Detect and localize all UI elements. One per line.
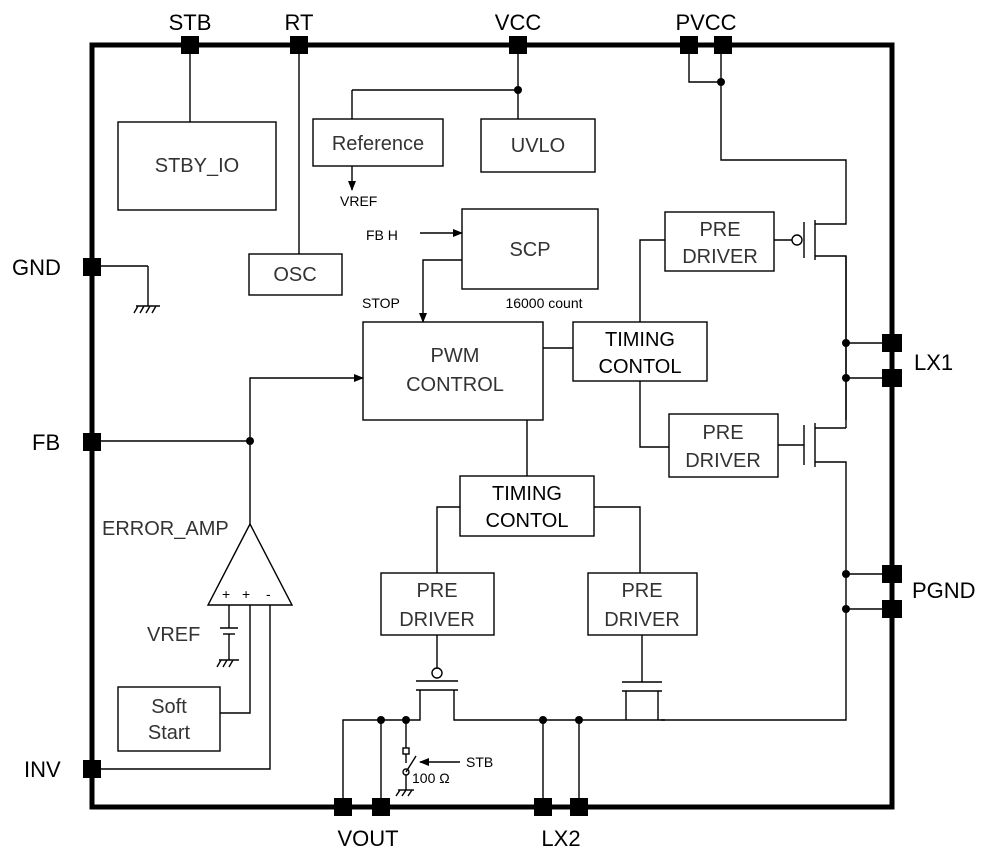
junction-vout-2 <box>402 716 410 724</box>
pre-driver-low-label-1: PRE <box>702 422 743 444</box>
pin-label-lx1: LX1 <box>914 350 953 375</box>
soft-start-block <box>117 686 221 752</box>
timing-right-label-1: TIMING <box>605 329 675 351</box>
soft-start-label-2: Start <box>148 722 191 744</box>
error-amp-label: ERROR_AMP <box>102 518 229 540</box>
amp-minus: - <box>266 586 271 602</box>
pin-label-vcc: VCC <box>495 10 542 35</box>
reference-label: Reference <box>332 133 424 155</box>
pre-driver-bl-label-1: PRE <box>416 580 457 602</box>
pwm-control-block <box>362 321 544 421</box>
pad-vout-1 <box>334 798 352 816</box>
pad-pgnd-1 <box>882 565 902 583</box>
timing-control-right-block <box>572 321 708 382</box>
fbh-label: FB H <box>366 227 398 243</box>
amp-plus-2: + <box>242 586 250 602</box>
uvlo-block <box>480 118 596 173</box>
stb-small-label: STB <box>466 754 493 770</box>
pre-driver-bottom-right-block <box>587 572 698 636</box>
pad-fb <box>83 433 101 451</box>
pin-label-lx2: LX2 <box>541 826 580 851</box>
junction-vcc <box>514 86 522 94</box>
junction-vout-1 <box>377 716 385 724</box>
pad-pvcc-1 <box>680 36 698 54</box>
reference-block <box>312 118 444 167</box>
pad-inv <box>83 760 101 778</box>
pre-driver-high-block <box>664 211 775 272</box>
timing-right-label-2: CONTOL <box>599 356 682 378</box>
stby-io-block <box>117 121 277 211</box>
pin-label-inv: INV <box>24 757 61 782</box>
pin-label-stb: STB <box>169 10 212 35</box>
pre-driver-bl-label-2: DRIVER <box>399 609 475 631</box>
osc-block <box>248 253 343 296</box>
junction-lx2-1 <box>539 716 547 724</box>
junction-lx1-1 <box>842 339 850 347</box>
scp-label: SCP <box>509 239 550 261</box>
pin-label-pvcc: PVCC <box>675 10 736 35</box>
vref-label: VREF <box>147 624 200 646</box>
pad-pvcc-2 <box>714 36 732 54</box>
pre-driver-low-label-2: DRIVER <box>685 450 761 472</box>
pin-label-pgnd: PGND <box>912 578 976 603</box>
stby-io-label: STBY_IO <box>155 155 239 177</box>
pad-gnd <box>83 258 101 276</box>
pad-lx2-2 <box>570 798 588 816</box>
junction-lx1-2 <box>842 374 850 382</box>
pad-lx1-1 <box>882 334 902 352</box>
pad-lx2-1 <box>534 798 552 816</box>
osc-label: OSC <box>273 264 316 286</box>
stop-label: STOP <box>362 295 400 311</box>
resistor-label: 100 Ω <box>412 770 450 786</box>
junction-pvcc <box>717 78 725 86</box>
amp-plus-1: + <box>222 586 230 602</box>
pad-vcc <box>509 36 527 54</box>
pin-label-fb: FB <box>32 430 60 455</box>
pre-driver-br-label-2: DRIVER <box>604 609 680 631</box>
uvlo-label: UVLO <box>511 135 565 157</box>
pad-vout-2 <box>372 798 390 816</box>
pwm-label-2: CONTROL <box>406 374 504 396</box>
pwm-label-1: PWM <box>431 345 480 367</box>
scp-count-label: 16000 count <box>505 295 582 311</box>
vref-small-label: VREF <box>340 193 377 209</box>
junction-lx2-2 <box>575 716 583 724</box>
pin-label-gnd: GND <box>12 255 61 280</box>
timing-bottom-label-1: TIMING <box>492 483 562 505</box>
pre-driver-high-label-1: PRE <box>699 219 740 241</box>
chip-outline <box>89 42 895 810</box>
pre-driver-bottom-left-block <box>380 572 495 636</box>
pad-pgnd-2 <box>882 600 902 618</box>
scp-block <box>461 208 599 290</box>
pin-label-rt: RT <box>285 10 314 35</box>
timing-bottom-label-2: CONTOL <box>486 510 569 532</box>
timing-control-bottom-block <box>459 475 595 537</box>
pre-driver-low-block <box>668 413 779 478</box>
pin-label-vout: VOUT <box>337 826 398 851</box>
junction-pgnd-1 <box>842 570 850 578</box>
pads <box>83 36 902 816</box>
soft-start-label-1: Soft <box>151 696 187 718</box>
junction-pgnd-2 <box>842 605 850 613</box>
pad-lx1-2 <box>882 369 902 387</box>
pad-stb <box>181 36 199 54</box>
pre-driver-high-label-2: DRIVER <box>682 246 758 268</box>
pre-driver-br-label-1: PRE <box>621 580 662 602</box>
pad-rt <box>290 36 308 54</box>
